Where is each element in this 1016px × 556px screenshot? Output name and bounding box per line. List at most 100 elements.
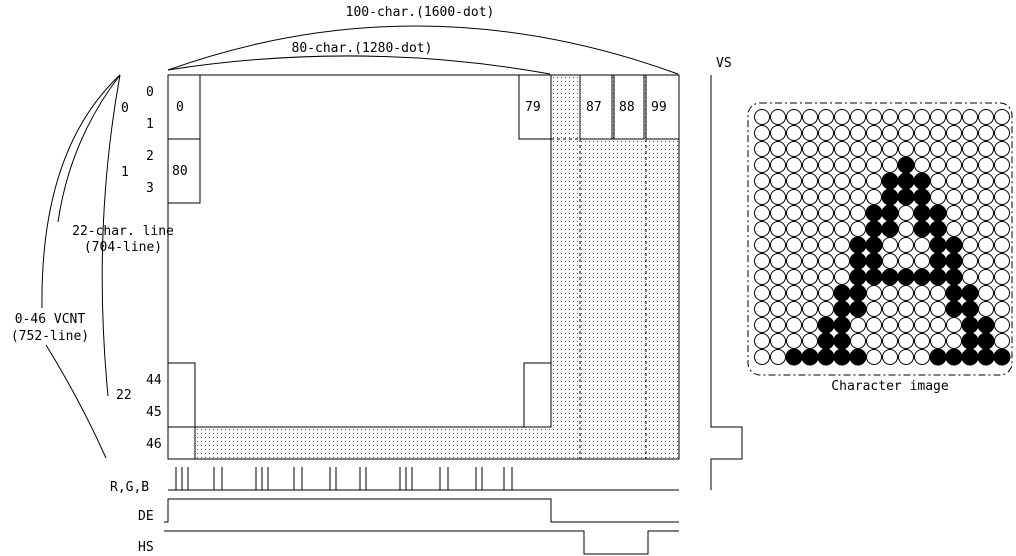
character-glyph-grid (754, 109, 1011, 366)
glyph-dot-off (770, 301, 786, 317)
glyph-dot-on (945, 348, 963, 366)
char-line-brace-upper (57, 74, 121, 223)
glyph-dot-off (994, 189, 1010, 205)
glyph-dot-off (754, 205, 770, 221)
glyph-dot-on (977, 348, 995, 366)
glyph-dot-off (770, 237, 786, 253)
glyph-dot-off (818, 141, 834, 157)
char-row-number: 0 (121, 101, 129, 116)
glyph-dot-off (786, 157, 802, 173)
vs-waveform (710, 75, 743, 490)
glyph-dot-off (834, 269, 850, 285)
cell-80-label: 80 (172, 164, 188, 179)
glyph-dot-off (898, 333, 914, 349)
glyph-dot-off (786, 317, 802, 333)
glyph-dot-on (833, 316, 851, 334)
glyph-dot-off (802, 125, 818, 141)
glyph-dot-on (849, 284, 867, 302)
glyph-dot-off (754, 317, 770, 333)
glyph-dot-off (994, 125, 1010, 141)
char-line-sublabel: (704-line) (84, 240, 162, 255)
glyph-dot-off (946, 333, 962, 349)
glyph-dot-off (818, 301, 834, 317)
glyph-dot-off (866, 301, 882, 317)
glyph-dot-off (866, 285, 882, 301)
glyph-dot-on (865, 204, 883, 222)
glyph-dot-off (754, 301, 770, 317)
glyph-dot-off (786, 125, 802, 141)
glyph-dot-off (978, 157, 994, 173)
glyph-dot-off (754, 109, 770, 125)
glyph-dot-off (866, 125, 882, 141)
glyph-dot-off (754, 333, 770, 349)
glyph-dot-off (898, 285, 914, 301)
glyph-dot-on (897, 268, 915, 286)
glyph-dot-off (802, 109, 818, 125)
glyph-dot-on (865, 268, 883, 286)
char-line-label: 22-char. line (72, 224, 174, 239)
glyph-dot-off (850, 221, 866, 237)
glyph-dot-on (913, 268, 931, 286)
glyph-dot-off (834, 157, 850, 173)
glyph-dot-off (834, 141, 850, 157)
glyph-dot-off (834, 253, 850, 269)
glyph-dot-off (914, 349, 930, 365)
glyph-dot-off (770, 285, 786, 301)
glyph-dot-off (994, 173, 1010, 189)
glyph-dot-off (882, 285, 898, 301)
glyph-dot-off (962, 189, 978, 205)
glyph-dot-off (882, 109, 898, 125)
glyph-dot-off (834, 237, 850, 253)
glyph-dot-off (786, 269, 802, 285)
glyph-dot-off (994, 333, 1010, 349)
glyph-dot-on (945, 268, 963, 286)
glyph-dot-off (962, 109, 978, 125)
glyph-dot-off (754, 221, 770, 237)
glyph-dot-off (962, 221, 978, 237)
glyph-dot-off (978, 221, 994, 237)
glyph-dot-off (994, 221, 1010, 237)
de-waveform (164, 498, 679, 523)
glyph-dot-off (914, 109, 930, 125)
glyph-dot-off (818, 205, 834, 221)
glyph-dot-off (754, 253, 770, 269)
glyph-dot-off (962, 173, 978, 189)
glyph-dot-off (962, 237, 978, 253)
glyph-dot-on (817, 332, 835, 350)
glyph-dot-on (961, 348, 979, 366)
glyph-dot-off (898, 221, 914, 237)
glyph-dot-off (962, 157, 978, 173)
glyph-dot-off (978, 237, 994, 253)
active-width-label: 80-char.(1280-dot) (292, 41, 433, 56)
glyph-dot-off (994, 109, 1010, 125)
glyph-dot-off (786, 109, 802, 125)
vcnt-brace-upper (41, 74, 121, 309)
glyph-dot-off (946, 125, 962, 141)
glyph-dot-off (786, 221, 802, 237)
glyph-dot-off (802, 253, 818, 269)
glyph-dot-off (802, 173, 818, 189)
glyph-dot-on (961, 332, 979, 350)
glyph-dot-off (978, 125, 994, 141)
glyph-dot-off (754, 125, 770, 141)
glyph-dot-off (930, 189, 946, 205)
glyph-dot-on (833, 300, 851, 318)
glyph-dot-on (929, 220, 947, 238)
glyph-dot-off (850, 173, 866, 189)
glyph-dot-off (850, 109, 866, 125)
glyph-dot-off (866, 141, 882, 157)
glyph-dot-off (818, 109, 834, 125)
char-line-brace-lower (101, 74, 121, 397)
cell-99-label: 99 (651, 100, 667, 115)
vcnt-sublabel: (752-line) (11, 329, 89, 344)
glyph-dot-off (882, 157, 898, 173)
glyph-dot-off (930, 125, 946, 141)
glyph-dot-off (994, 205, 1010, 221)
glyph-dot-on (881, 220, 899, 238)
glyph-dot-off (898, 109, 914, 125)
glyph-dot-off (866, 109, 882, 125)
glyph-dot-off (754, 141, 770, 157)
glyph-dot-off (818, 189, 834, 205)
glyph-dot-off (818, 157, 834, 173)
cell-bottom-left (167, 362, 196, 428)
